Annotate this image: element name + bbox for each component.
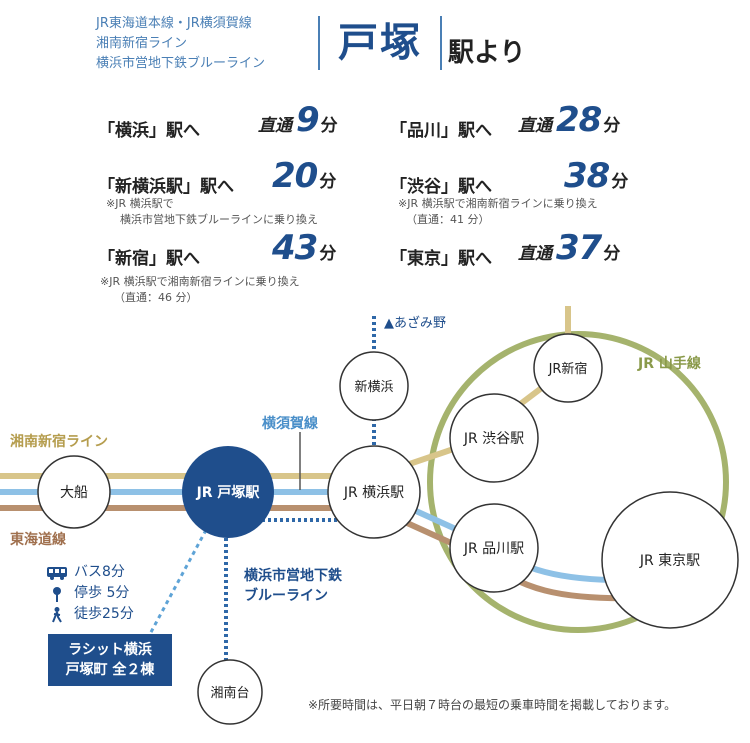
station-shinagawa <box>449 503 539 593</box>
note-shinjuku-2: （直通：46 分） <box>114 291 198 304</box>
note-shinyokohama-2: 横浜市営地下鉄ブルーラインに乗り換え <box>120 213 318 226</box>
station-yokohama <box>327 445 421 539</box>
label-shinagawa: JR 品川駅 <box>463 541 524 557</box>
minutes-value: 28 <box>556 100 602 140</box>
dest-shinagawa: 「品川」駅へ <box>390 121 492 141</box>
header-lines: JR東海道本線・JR横須賀線 湘南新宿ライン 横浜市営地下鉄ブルーライン <box>96 14 265 74</box>
footnote: ※所要時間は、平日朝７時台の最短の乗車時間を掲載しております。 <box>308 698 677 712</box>
station-shinjuku <box>533 333 603 403</box>
label-shinjuku: JR新宿 <box>548 361 588 377</box>
label-shibuya: JR 渋谷駅 <box>463 431 524 447</box>
header-line-1: JR東海道本線・JR横須賀線 <box>96 16 252 31</box>
label-shonan-shinjuku: 湘南新宿ライン <box>10 433 108 450</box>
walk-icon <box>46 606 68 623</box>
bus-stop-icon <box>46 586 68 602</box>
minutes-unit: 分 <box>319 244 337 264</box>
note-shinyokohama-1: ※JR 横浜駅で <box>106 197 174 210</box>
label-shinyokohama: 新横浜 <box>354 379 393 395</box>
direct-label: 直通 <box>258 116 292 136</box>
label-yamanote: JR 山手線 <box>637 355 701 372</box>
header-line-2: 湘南新宿ライン <box>96 36 188 51</box>
legend-stop-text: 停歩 5分 <box>74 585 130 601</box>
station-shibuya <box>449 393 539 483</box>
legend-bus-text: バス8分 <box>74 564 125 580</box>
property-box: ラシット横浜 戸塚町 全２棟 <box>48 634 172 686</box>
legend-bus: バス8分 <box>46 562 134 583</box>
station-name-box: 戸塚 <box>318 16 442 70</box>
label-tokaido: 東海道線 <box>10 531 66 548</box>
yamanote-line <box>427 331 729 633</box>
label-tokyo: JR 東京駅 <box>639 553 700 569</box>
minutes-unit: 分 <box>603 116 621 136</box>
direct-label: 直通 <box>518 244 552 264</box>
note-shibuya-2: （直通：41 分） <box>406 213 490 226</box>
minutes-unit: 分 <box>603 244 621 264</box>
dest-shinjuku: 「新宿」駅へ <box>98 249 200 269</box>
minutes-value: 37 <box>556 228 602 268</box>
label-yokohama: JR 横浜駅 <box>343 485 404 501</box>
dest-shibuya: 「渋谷」駅へ <box>390 177 492 197</box>
minutes-unit: 分 <box>319 172 337 192</box>
legend-stop: 停歩 5分 <box>46 583 134 604</box>
station-shonandai <box>197 659 263 725</box>
minutes-value: 20 <box>272 156 318 196</box>
label-ofuna: 大船 <box>60 485 88 501</box>
label-blueline-1: 横浜市営地下鉄 <box>244 567 343 584</box>
header-line-3: 横浜市営地下鉄ブルーライン <box>96 56 266 71</box>
direct-label: 直通 <box>518 116 552 136</box>
access-legend: バス8分 停歩 5分 徒歩25分 <box>46 562 134 625</box>
dest-tokyo: 「東京」駅へ <box>390 249 492 269</box>
property-name-2: 戸塚町 全２棟 <box>65 662 155 678</box>
station-suffix: 駅より <box>448 38 526 68</box>
label-shonandai: 湘南台 <box>210 685 249 701</box>
minutes-unit: 分 <box>320 116 338 136</box>
legend-walk: 徒歩25分 <box>46 604 134 625</box>
legend-walk-text: 徒歩25分 <box>74 606 134 622</box>
station-ofuna <box>37 455 111 529</box>
dest-shinyokohama: 「新横浜駅」駅へ <box>98 177 234 197</box>
note-shibuya-1: ※JR 横浜駅で湘南新宿ラインに乗り換え <box>398 197 598 210</box>
station-shinyokohama <box>339 351 409 421</box>
label-azamino: ▲あざみ野 <box>384 315 446 331</box>
label-totsuka: JR 戸塚駅 <box>196 485 261 501</box>
label-blueline-2: ブルーライン <box>244 587 328 604</box>
bus-route <box>148 529 208 635</box>
property-name-1: ラシット横浜 <box>68 642 152 658</box>
station-name: 戸塚 <box>338 20 422 66</box>
minutes-value: 9 <box>296 100 320 140</box>
dest-yokohama: 「横浜」駅へ <box>98 121 200 141</box>
station-tokyo <box>601 491 739 629</box>
label-yokosuka: 横須賀線 <box>262 415 318 432</box>
minutes-value: 38 <box>564 156 610 196</box>
note-shinjuku-1: ※JR 横浜駅で湘南新宿ラインに乗り換え <box>100 275 300 288</box>
bus-icon <box>46 566 68 580</box>
station-totsuka <box>182 446 274 538</box>
minutes-unit: 分 <box>611 172 629 192</box>
minutes-value: 43 <box>272 228 318 268</box>
